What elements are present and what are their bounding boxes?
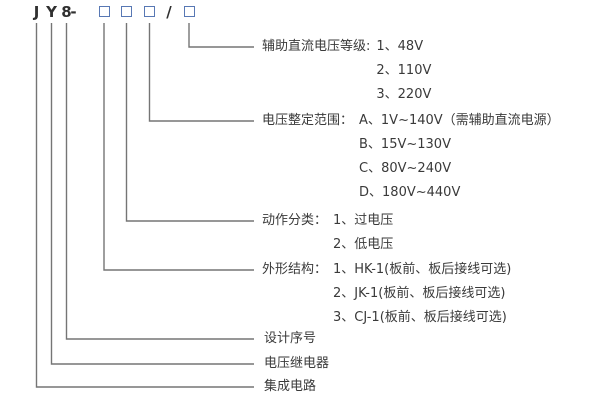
- annotation-option: 3、CJ-1(板前、板后接线可选): [333, 310, 507, 325]
- model-box-structure: [98, 6, 110, 17]
- annotation-title: 辅助直流电压等级:: [262, 39, 371, 54]
- annotation-option: 2、低电压: [333, 237, 394, 252]
- annotation-title: 外形结构：: [262, 262, 328, 277]
- line-structure: [103, 23, 254, 271]
- label-integrated-circuit: 集成电路: [264, 379, 317, 394]
- annotation-option: 2、110V: [376, 63, 432, 78]
- annotation-option: A、1V~140V（需辅助直流电源）: [359, 113, 560, 128]
- model-slash: /: [166, 3, 172, 21]
- label-design-serial: 设计序号: [264, 331, 317, 346]
- annotation-option: 3、220V: [376, 87, 432, 102]
- annotation-option: B、15V~130V: [359, 137, 451, 152]
- line-action: [125, 23, 254, 222]
- model-letter-y: Y: [46, 3, 57, 21]
- annotation-option: 1、过电压: [333, 213, 394, 228]
- annotation-voltage-setting-range: 电压整定范围： A、1V~140V（需辅助直流电源） B、15V~130V C、…: [262, 109, 560, 205]
- annotation-option: 2、JK-1(板前、板后接线可选): [333, 286, 506, 301]
- label-voltage-relay: 电压继电器: [264, 356, 330, 371]
- model-box-aux-voltage: [183, 6, 195, 17]
- annotation-option: D、180V~440V: [359, 185, 461, 200]
- model-letter-j: J: [33, 3, 40, 21]
- annotation-title: 动作分类：: [262, 213, 328, 228]
- annotation-option: 1、HK-1(板前、板后接线可选): [333, 262, 512, 277]
- annotation-aux-dc-voltage: 辅助直流电压等级: 1、48V 2、110V 3、220V: [262, 35, 431, 107]
- annotation-option: C、80V~240V: [359, 161, 452, 176]
- line-voltage-relay: [50, 23, 254, 365]
- annotation-action-category: 动作分类： 1、过电压 2、低电压: [262, 209, 393, 257]
- line-range: [148, 23, 254, 122]
- annotation-title: 电压整定范围：: [262, 113, 354, 128]
- line-aux-voltage: [188, 23, 254, 48]
- line-integrated-circuit: [35, 23, 254, 388]
- line-design-serial: [65, 23, 254, 340]
- model-digit-8: 8: [61, 3, 72, 21]
- annotation-structure-type: 外形结构： 1、HK-1(板前、板后接线可选) 2、JK-1(板前、板后接线可选…: [262, 258, 511, 330]
- model-box-range: [144, 6, 155, 17]
- model-box-action: [121, 6, 132, 17]
- model-dash: -: [70, 3, 77, 21]
- annotation-option: 1、48V: [376, 39, 424, 54]
